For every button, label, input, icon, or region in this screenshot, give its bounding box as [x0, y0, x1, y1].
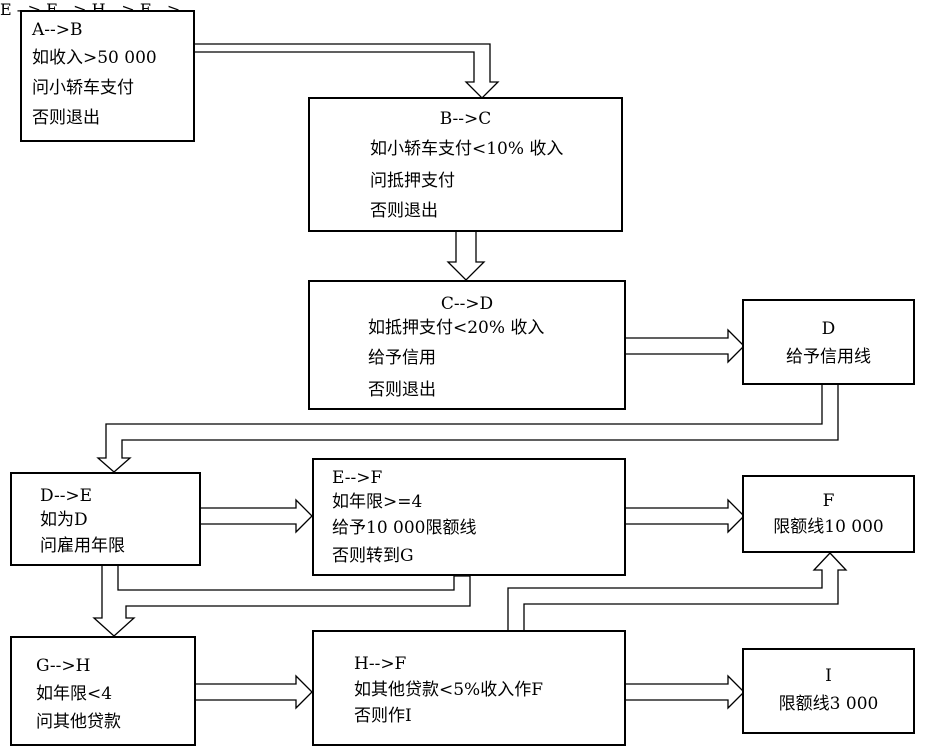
node-gh-title: G-->H — [36, 656, 91, 676]
node-c: C-->D 如抵押支付<20% 收入 给予信用 否则退出 — [308, 280, 626, 410]
node-i-line-1: 限额线3 000 — [778, 694, 879, 714]
node-ef: E-->F 如年限>=4 给予10 000限额线 否则转到G — [312, 458, 626, 576]
node-a-title: A-->B — [32, 20, 83, 40]
arrow-c-to-d — [624, 328, 745, 364]
node-hf-line-2: 否则作I — [354, 706, 412, 726]
node-i: I 限额线3 000 — [742, 648, 915, 734]
node-hf-title: H-->F — [354, 654, 407, 674]
node-c-title: C-->D — [440, 294, 494, 314]
node-ef-title: E-->F — [332, 468, 383, 488]
arrow-de-to-gh — [92, 566, 471, 637]
node-de: D-->E 如为D 问雇用年限 — [10, 472, 201, 566]
arrow-a-to-b — [195, 43, 500, 99]
node-de-line-2: 问雇用年限 — [40, 536, 125, 556]
node-hf: H-->F 如其他贷款<5%收入作F 否则作I — [312, 630, 626, 746]
arrow-b-to-c — [446, 232, 486, 281]
node-b-title: B-->C — [439, 109, 492, 129]
node-ef-line-3: 否则转到G — [332, 546, 414, 566]
node-d: D 给予信用线 — [742, 299, 915, 385]
node-b-line-3: 否则退出 — [370, 201, 438, 221]
arrow-hf-to-i — [626, 674, 745, 710]
arrow-ef-to-f — [626, 498, 745, 534]
node-ef-line-1: 如年限>=4 — [332, 492, 423, 512]
node-de-title: D-->E — [40, 486, 93, 506]
arrow-de-to-ef — [201, 498, 313, 534]
node-d-line-1: 给予信用线 — [786, 347, 871, 367]
arrow-gh-to-hf — [196, 674, 313, 710]
node-hf-line-1: 如其他贷款<5%收入作F — [354, 680, 544, 700]
node-b-line-2: 问抵押支付 — [370, 171, 455, 191]
node-gh-line-1: 如年限<4 — [36, 684, 113, 704]
node-f-line-1: 限额线10 000 — [773, 517, 884, 537]
node-c-line-1: 如抵押支付<20% 收入 — [368, 318, 545, 338]
node-i-title: I — [825, 666, 832, 686]
node-a-line-2: 问小轿车支付 — [32, 78, 134, 98]
node-a: A-->B 如收入>50 000 问小轿车支付 否则退出 — [20, 10, 195, 142]
node-c-line-3: 否则退出 — [368, 380, 436, 400]
node-f-title: F — [822, 491, 835, 511]
node-a-line-1: 如收入>50 000 — [32, 48, 157, 68]
node-ef-line-2: 给予10 000限额线 — [332, 518, 477, 538]
node-f: F 限额线10 000 — [742, 475, 915, 553]
node-a-line-3: 否则退出 — [32, 108, 100, 128]
node-de-line-1: 如为D — [40, 510, 88, 530]
node-b: B-->C 如小轿车支付<10% 收入 问抵押支付 否则退出 — [308, 97, 623, 232]
node-gh-line-2: 问其他贷款 — [36, 712, 121, 732]
node-gh: G-->H 如年限<4 问其他贷款 — [10, 636, 196, 746]
arrow-hf-to-f — [507, 552, 848, 630]
node-b-line-1: 如小轿车支付<10% 收入 — [370, 139, 564, 159]
node-c-line-2: 给予信用 — [368, 348, 436, 368]
node-d-title: D — [821, 319, 836, 339]
